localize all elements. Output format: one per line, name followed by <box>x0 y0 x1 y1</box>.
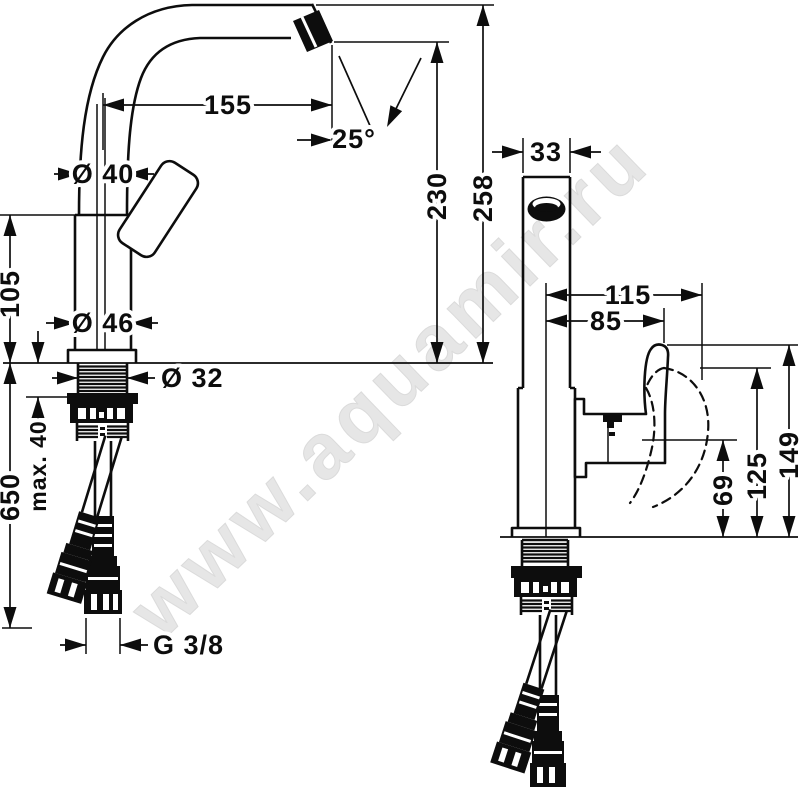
dimension-outlet-height: 230 <box>334 41 456 363</box>
front-view: 33 115 85 69 <box>490 133 800 787</box>
dim-label-spout-reach: 155 <box>204 90 252 120</box>
supply-tube-lines <box>96 98 106 350</box>
mounting-shank-side <box>67 363 138 441</box>
dim-label-spout-angle: 25° <box>332 124 376 154</box>
dimension-handle-tilted-reach: 115 <box>546 276 703 380</box>
dimension-connection-thread: G 3/8 <box>60 618 227 664</box>
dim-label-spout-width: 33 <box>530 137 562 167</box>
dimension-spout-angle: 25° <box>297 55 422 158</box>
dim-label-max-mounting-thickness: max. 40 <box>25 420 51 511</box>
handle-front <box>573 343 670 479</box>
dimension-spout-diameter: Ø 40 <box>54 155 154 193</box>
dim-label-spout-diameter: Ø 40 <box>72 159 135 189</box>
dimension-spout-width: 33 <box>492 133 601 173</box>
handle-lever-side <box>116 159 200 259</box>
dim-label-shank-diameter: Ø 32 <box>161 363 224 393</box>
dim-label-outlet-height: 230 <box>422 172 452 220</box>
dim-label-handle-base-height: 69 <box>708 474 738 506</box>
dimension-body-height: 105 <box>0 214 76 363</box>
dim-label-body-diameter: Ø 46 <box>72 308 135 338</box>
dim-label-total-height: 258 <box>468 174 498 222</box>
dim-label-handle-tilted-reach: 115 <box>605 280 652 310</box>
dimension-total-height: 258 <box>316 4 502 363</box>
aerator-tip <box>293 10 333 52</box>
dimension-hose-length: 650 <box>0 363 32 629</box>
dim-label-connection-thread: G 3/8 <box>153 630 224 660</box>
spout-outline <box>77 3 333 216</box>
dimension-shank-diameter: Ø 32 <box>52 359 227 397</box>
dimension-handle-reach: 85 <box>546 302 665 343</box>
dimension-spout-reach: 155 <box>102 45 333 150</box>
front-column <box>510 175 582 537</box>
base-flange <box>66 348 138 363</box>
dimension-handle-height: 149 <box>667 344 800 537</box>
handle-front-tilted-phantom <box>628 366 710 509</box>
dimension-max-mounting-thickness: max. 40 <box>21 331 77 516</box>
side-view: 155 25° Ø 40 Ø 46 <box>0 3 502 664</box>
dim-label-hose-length: 650 <box>0 473 25 521</box>
dim-label-handle-tilted-height: 125 <box>742 452 772 500</box>
dimension-body-diameter: Ø 46 <box>46 304 158 342</box>
supply-hoses-front <box>490 609 569 787</box>
supply-hoses-side <box>46 435 124 614</box>
dim-label-body-height: 105 <box>0 270 25 318</box>
mounting-shank-front <box>511 538 582 615</box>
dim-label-handle-height: 149 <box>774 431 800 479</box>
faucet-body <box>66 213 138 363</box>
dimension-handle-base-height: 69 <box>642 439 742 537</box>
dim-label-handle-reach: 85 <box>590 306 622 336</box>
dimension-handle-tilted-height: 125 <box>700 367 776 537</box>
